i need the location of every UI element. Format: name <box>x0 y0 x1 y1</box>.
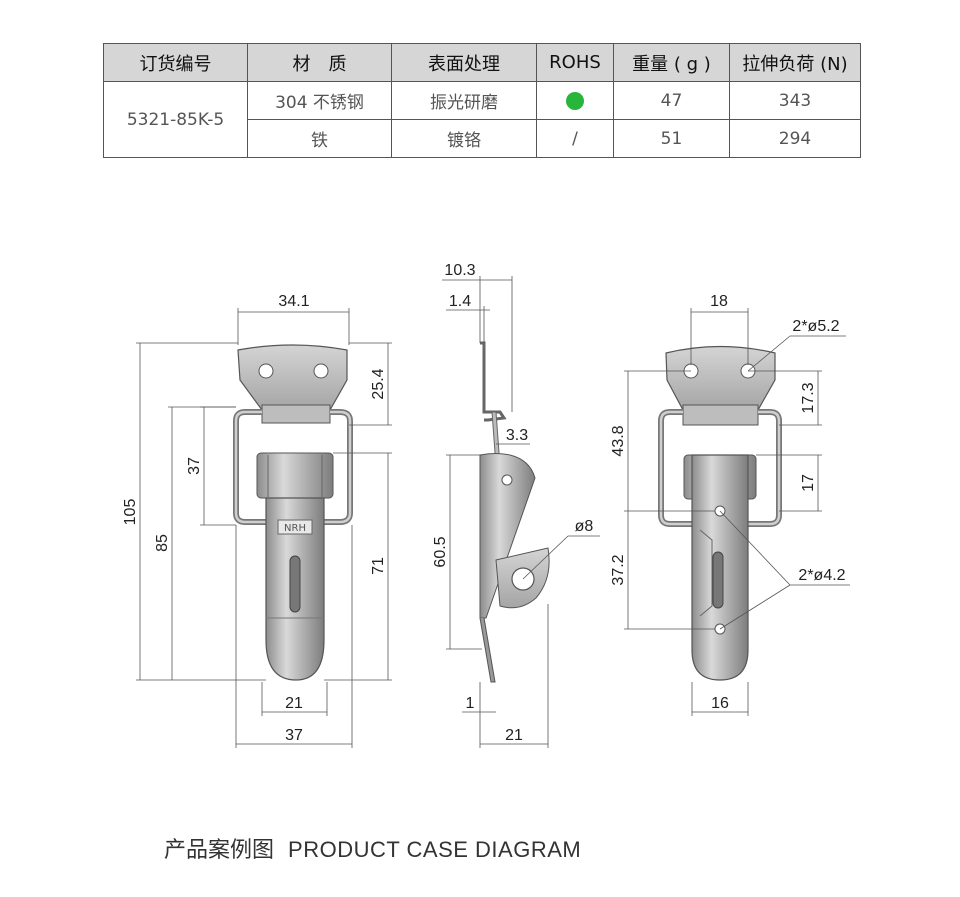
spec-table: 订货编号 材 质 表面处理 ROHS 重量 ( g ) 拉伸负荷 (N) 532… <box>103 43 861 158</box>
dim-back-17-3: 17.3 <box>800 382 817 413</box>
finish-cell: 镀铬 <box>391 119 537 158</box>
header-weight: 重量 ( g ) <box>613 43 730 82</box>
weight-cell: 51 <box>613 119 730 158</box>
table-row: 5321-85K-5 304 不锈钢 振光研磨 47 343 <box>103 81 861 158</box>
material-cell: 304 不锈钢 <box>247 81 392 120</box>
caption-cn: 产品案例图 <box>164 838 275 863</box>
side-view: 10.3 1.4 3.3 60.5 ø8 1 21 <box>432 262 600 748</box>
dim-side-10-3: 10.3 <box>444 262 475 279</box>
table-row: 铁 镀铬 / 51 294 <box>104 119 861 158</box>
dim-front-plate-height: 25.4 <box>370 368 387 399</box>
dim-side-3-3: 3.3 <box>506 427 528 444</box>
dim-back-37-2: 37.2 <box>610 554 627 585</box>
header-order-no: 订货编号 <box>103 43 248 82</box>
load-cell: 343 <box>729 81 861 120</box>
dim-front-71: 71 <box>370 557 387 575</box>
rohs-cell: / <box>536 119 614 158</box>
dim-back-holes-top: 2*ø5.2 <box>792 318 839 335</box>
dim-side-1-4: 1.4 <box>449 293 471 310</box>
header-load: 拉伸负荷 (N) <box>729 43 861 82</box>
dim-side-21: 21 <box>505 727 523 744</box>
brand-mark: NRH <box>284 523 306 534</box>
material-cell: 铁 <box>247 119 392 158</box>
dim-front-85: 85 <box>154 534 171 552</box>
dim-back-17: 17 <box>800 474 817 492</box>
back-view: 18 2*ø5.2 17.3 43.8 17 2*ø4.2 37.2 16 <box>610 293 850 716</box>
caption-en: PRODUCT CASE DIAGRAM <box>288 837 582 862</box>
dim-back-18: 18 <box>710 293 728 310</box>
dim-front-37-horizontal: 37 <box>285 727 303 744</box>
dim-front-total-height: 105 <box>122 499 139 526</box>
dim-back-43-8: 43.8 <box>610 425 627 456</box>
load-cell: 294 <box>729 119 861 158</box>
front-view: NRH 34.1 25.4 105 85 37 71 <box>122 293 392 748</box>
finish-cell: 振光研磨 <box>391 81 537 120</box>
dim-back-holes-bottom: 2*ø4.2 <box>798 567 845 584</box>
dim-side-phi8: ø8 <box>575 518 594 535</box>
table-header-row: 订货编号 材 质 表面处理 ROHS 重量 ( g ) 拉伸负荷 (N) <box>103 43 861 82</box>
weight-cell: 47 <box>613 81 730 120</box>
order-no-cell: 5321-85K-5 <box>103 81 248 158</box>
dim-side-1: 1 <box>466 695 475 712</box>
dim-side-60-5: 60.5 <box>432 536 449 567</box>
dim-front-width-top: 34.1 <box>278 293 309 310</box>
rohs-compliant-icon <box>566 91 584 110</box>
caption: 产品案例图 PRODUCT CASE DIAGRAM <box>164 832 581 864</box>
dim-back-16: 16 <box>711 695 729 712</box>
dim-front-21: 21 <box>285 695 303 712</box>
dim-front-37-vertical: 37 <box>186 457 203 475</box>
